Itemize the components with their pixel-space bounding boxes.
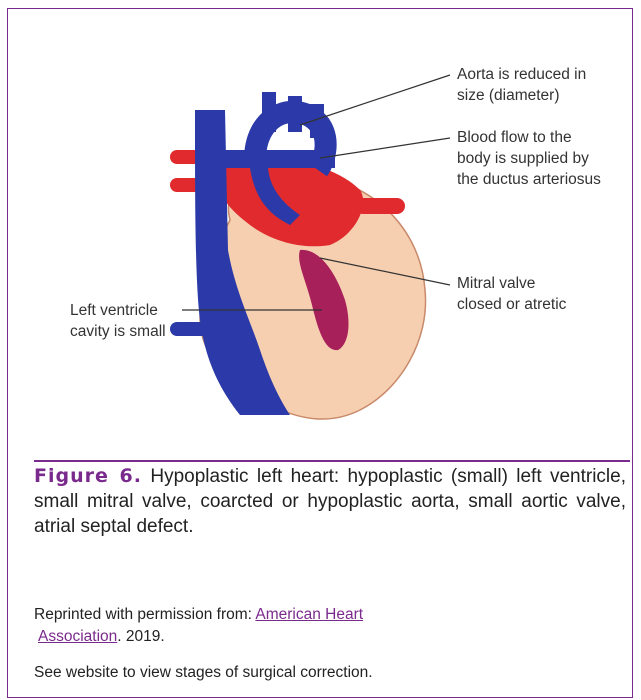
aorta-branch-1 — [262, 92, 276, 132]
label-aorta: Aorta is reduced in size (diameter) — [457, 64, 586, 106]
figure-caption: Figure 6. Hypoplastic left heart: hypopl… — [34, 464, 626, 539]
credit-suffix: . 2019. — [117, 628, 164, 645]
heart-figure: Aorta is reduced in size (diameter) Bloo… — [0, 0, 641, 440]
surgical-note: See website to view stages of surgical c… — [34, 662, 373, 684]
aha-link-line1[interactable]: American Heart — [255, 606, 363, 623]
credit-line: Reprinted with permission from: American… — [34, 604, 363, 648]
caption-divider — [34, 460, 630, 462]
leader-blood-flow — [320, 138, 450, 158]
aorta-branch-2 — [288, 96, 302, 132]
credit-prefix: Reprinted with permission from: — [34, 606, 255, 623]
inferior-vessel — [170, 322, 215, 336]
pulmonary-artery — [225, 150, 335, 168]
aha-link-line2[interactable]: Association — [38, 628, 117, 645]
label-mitral-valve: Mitral valve closed or atretic — [457, 273, 566, 315]
pulmonary-vein-right — [355, 198, 405, 214]
label-blood-flow: Blood flow to the body is supplied by th… — [457, 127, 601, 190]
leader-aorta — [300, 75, 450, 125]
label-left-ventricle: Left ventricle cavity is small — [70, 300, 166, 342]
figure-number: Figure 6. — [34, 465, 142, 487]
